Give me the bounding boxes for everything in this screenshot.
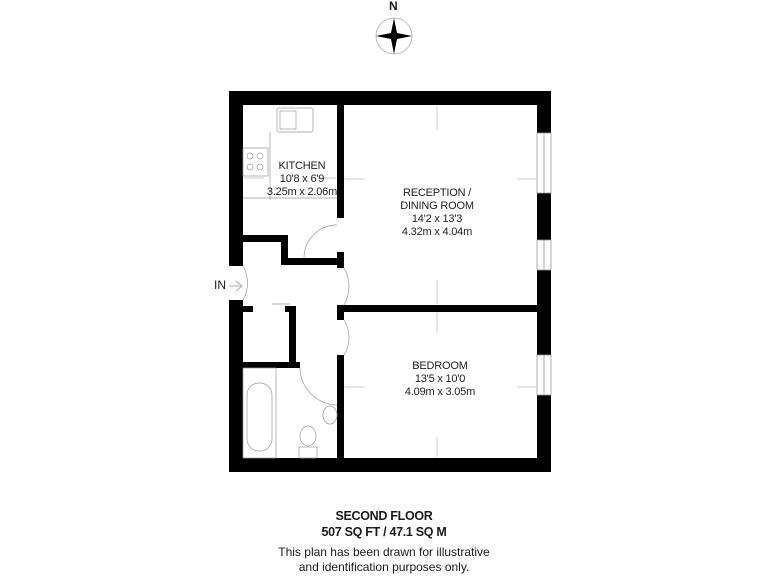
room-name: KITCHEN	[278, 160, 326, 172]
disclaimer-line1: This plan has been drawn for illustrativ…	[278, 545, 490, 559]
door-swings	[242, 224, 350, 406]
compass-rose-icon	[375, 17, 413, 55]
compass-north-label: N	[389, 0, 398, 13]
disclaimer: This plan has been drawn for illustrativ…	[0, 545, 768, 575]
room-label-kitchen: KITCHEN 10'8 x 6'9 3.25m x 2.06m	[256, 160, 348, 199]
dimension-markers	[244, 106, 536, 457]
room-label-bedroom: BEDROOM 13'5 x 10'0 4.09m x 3.05m	[395, 360, 485, 399]
floor-summary: SECOND FLOOR 507 SQ FT / 47.1 SQ M	[0, 508, 768, 540]
walls	[229, 91, 551, 472]
floor-area: 507 SQ FT / 47.1 SQ M	[321, 525, 447, 539]
room-name-line2: DINING ROOM	[400, 200, 474, 212]
entrance-arrow-icon	[229, 280, 243, 292]
entrance-label: IN	[214, 278, 226, 292]
floor-name: SECOND FLOOR	[335, 509, 433, 523]
room-dimensions-metric: 4.32m x 4.04m	[401, 226, 473, 238]
room-dimensions-imperial: 14'2 x 13'3	[411, 213, 463, 225]
room-dimensions-imperial: 10'8 x 6'9	[279, 173, 325, 185]
room-dimensions-metric: 3.25m x 2.06m	[266, 186, 338, 198]
room-dimensions-imperial: 13'5 x 10'0	[414, 373, 466, 385]
room-dimensions-metric: 4.09m x 3.05m	[404, 386, 476, 398]
room-label-reception: RECEPTION / DINING ROOM 14'2 x 13'3 4.32…	[387, 187, 487, 239]
windows	[536, 132, 552, 396]
bathroom-fixtures	[242, 367, 338, 459]
room-name-line1: RECEPTION /	[402, 187, 472, 199]
disclaimer-line2: and identification purposes only.	[298, 560, 470, 574]
kitchen-fixtures	[242, 107, 337, 200]
room-name: BEDROOM	[412, 360, 468, 372]
